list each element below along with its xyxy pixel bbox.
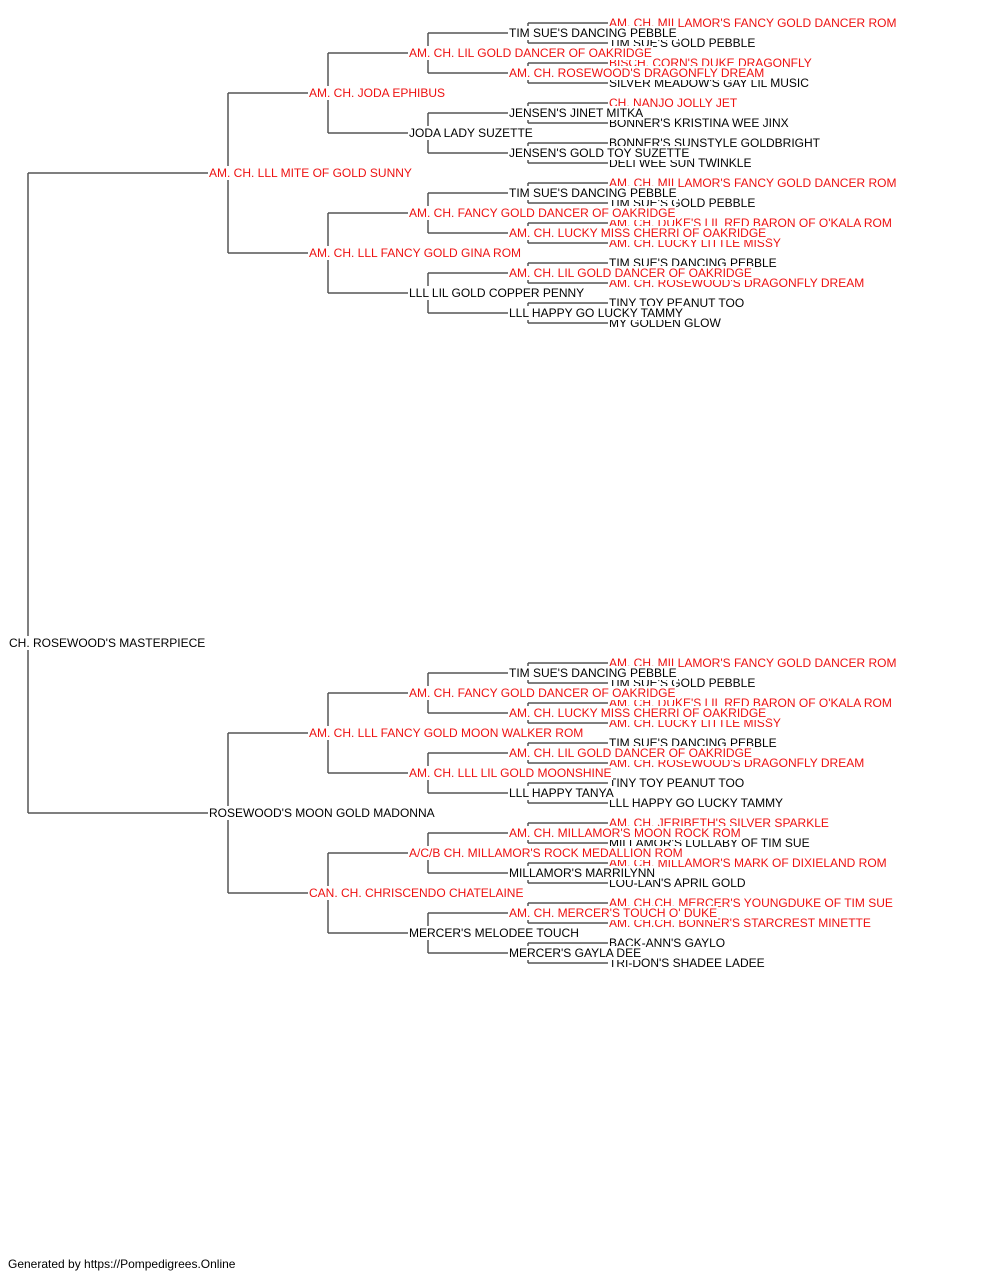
pedigree-subject-gen0: CH. ROSEWOOD'S MASTERPIECE [8, 636, 207, 650]
pedigree-sire-gen4: TIM SUE'S DANCING PEBBLE [508, 666, 678, 680]
pedigree-sire-gen4: TIM SUE'S DANCING PEBBLE [508, 186, 678, 200]
pedigree-sire-gen3: AM. CH. FANCY GOLD DANCER OF OAKRIDGE [408, 686, 677, 700]
pedigree-dam-gen5: BONNER'S KRISTINA WEE JINX [608, 116, 790, 130]
pedigree-sire-gen5: AM. CH. MILLAMOR'S FANCY GOLD DANCER ROM [608, 176, 898, 190]
pedigree-dam-gen4: AM. CH. ROSEWOOD'S DRAGONFLY DREAM [508, 66, 766, 80]
pedigree-sire-gen3: AM. CH. FANCY GOLD DANCER OF OAKRIDGE [408, 206, 677, 220]
pedigree-dam-gen1: ROSEWOOD'S MOON GOLD MADONNA [208, 806, 436, 820]
pedigree-sire-gen4: AM. CH. LIL GOLD DANCER OF OAKRIDGE [508, 746, 753, 760]
pedigree-sire-gen4: AM. CH. MILLAMOR'S MOON ROCK ROM [508, 826, 742, 840]
pedigree-dam-gen3: AM. CH. LLL LIL GOLD MOONSHINE [408, 766, 613, 780]
pedigree-dam-gen5: LLL HAPPY GO LUCKY TAMMY [608, 796, 785, 810]
pedigree-sire-gen5: TINY TOY PEANUT TOO [608, 776, 746, 790]
pedigree-dam-gen4: LLL HAPPY GO LUCKY TAMMY [508, 306, 685, 320]
pedigree-dam-gen4: AM. CH. LUCKY MISS CHERRI OF OAKRIDGE [508, 226, 768, 240]
pedigree-sire-gen4: JENSEN'S JINET MITKA [508, 106, 645, 120]
pedigree-dam-gen3: LLL LIL GOLD COPPER PENNY [408, 286, 586, 300]
pedigree-sire-gen4: TIM SUE'S DANCING PEBBLE [508, 26, 678, 40]
pedigree-dam-gen2: AM. CH. LLL FANCY GOLD GINA ROM [308, 246, 523, 260]
pedigree-sire-gen4: AM. CH. LIL GOLD DANCER OF OAKRIDGE [508, 266, 753, 280]
pedigree-sire-gen3: A/C/B CH. MILLAMOR'S ROCK MEDALLION ROM [408, 846, 684, 860]
pedigree-dam-gen4: AM. CH. LUCKY MISS CHERRI OF OAKRIDGE [508, 706, 768, 720]
pedigree-dam-gen4: MERCER'S GAYLA DEE [508, 946, 643, 960]
pedigree-sire-gen4: AM. CH. MERCER'S TOUCH O' DUKE [508, 906, 719, 920]
pedigree-dam-gen4: JENSEN'S GOLD TOY SUZETTE [508, 146, 691, 160]
pedigree-dam-gen4: LLL HAPPY TANYA [508, 786, 615, 800]
pedigree-dam-gen2: CAN. CH. CHRISCENDO CHATELAINE [308, 886, 525, 900]
pedigree-sire-gen2: AM. CH. LLL FANCY GOLD MOON WALKER ROM [308, 726, 585, 740]
pedigree-sire-gen5: AM. CH. MILLAMOR'S FANCY GOLD DANCER ROM [608, 656, 898, 670]
pedigree-sire-gen1: AM. CH. LLL MITE OF GOLD SUNNY [208, 166, 413, 180]
pedigree-dam-gen5: TRI-DON'S SHADEE LADEE [608, 956, 766, 970]
generated-by-footer: Generated by https://Pompedigrees.Online [8, 1257, 236, 1271]
pedigree-dam-gen4: MILLAMOR'S MARRILYNN [508, 866, 657, 880]
pedigree-sire-gen3: AM. CH. LIL GOLD DANCER OF OAKRIDGE [408, 46, 653, 60]
pedigree-sire-gen2: AM. CH. JODA EPHIBUS [308, 86, 447, 100]
pedigree-sire-gen5: AM. CH. MILLAMOR'S FANCY GOLD DANCER ROM [608, 16, 898, 30]
pedigree-dam-gen3: MERCER'S MELODEE TOUCH [408, 926, 580, 940]
pedigree-dam-gen3: JODA LADY SUZETTE [408, 126, 534, 140]
